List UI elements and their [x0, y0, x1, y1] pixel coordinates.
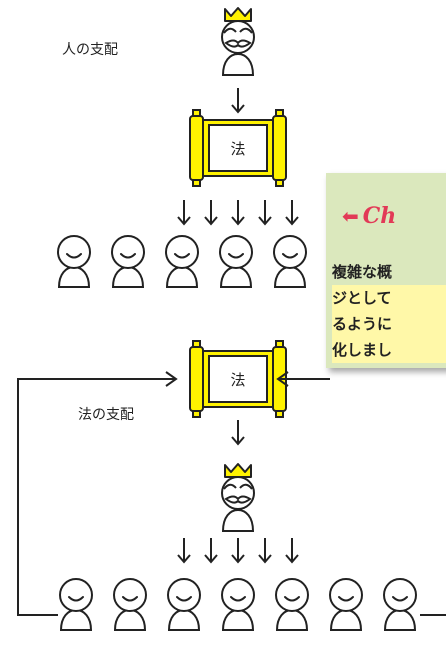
- person-icon: [275, 578, 309, 631]
- law-label: 法: [230, 371, 245, 389]
- king-icon: [221, 463, 255, 532]
- callout-header: ⬅ Ch: [342, 203, 396, 229]
- callout-line: るように: [332, 311, 446, 337]
- people-row: [59, 578, 417, 631]
- person-icon: [57, 235, 91, 288]
- rule-of-man-label: 人の支配: [62, 42, 118, 58]
- callout-line: 複雑な概: [332, 263, 393, 281]
- law-label: 法: [230, 140, 245, 158]
- down-arrow-icon: [258, 537, 272, 563]
- person-icon: [167, 578, 201, 631]
- down-arrow-icon: [204, 537, 218, 563]
- person-icon: [273, 235, 307, 288]
- person-icon: [165, 235, 199, 288]
- person-icon: [329, 578, 363, 631]
- down-arrow-icon: [231, 537, 245, 563]
- down-arrows-row: [177, 537, 299, 563]
- chapter-callout: ⬅ Ch 複雑な概 ジとして るように 化しまし: [326, 173, 446, 368]
- left-arrow-icon: [276, 371, 330, 387]
- king-icon: [221, 7, 255, 76]
- down-arrow-icon: [204, 199, 218, 225]
- callout-line: ジとして: [332, 285, 446, 311]
- down-arrow-icon: [285, 199, 299, 225]
- left-arrow-icon: ⬅: [342, 204, 359, 228]
- rule-of-law-label: 法の支配: [78, 407, 134, 423]
- callout-body: 複雑な概 ジとして るように 化しまし: [332, 259, 446, 363]
- person-icon: [59, 578, 93, 631]
- people-row: [57, 235, 361, 288]
- feedback-loop-line: [17, 371, 446, 616]
- down-arrow-icon: [231, 199, 245, 225]
- person-icon: [113, 578, 147, 631]
- down-arrow-icon: [231, 419, 245, 445]
- person-icon: [383, 578, 417, 631]
- person-icon: [111, 235, 145, 288]
- down-arrow-icon: [231, 87, 245, 113]
- down-arrow-icon: [177, 199, 191, 225]
- down-arrows-row: [177, 199, 299, 225]
- person-icon: [219, 235, 253, 288]
- callout-title: Ch: [362, 203, 397, 229]
- down-arrow-icon: [177, 537, 191, 563]
- callout-line: 化しまし: [332, 337, 446, 363]
- down-arrow-icon: [285, 537, 299, 563]
- person-icon: [221, 578, 255, 631]
- down-arrow-icon: [258, 199, 272, 225]
